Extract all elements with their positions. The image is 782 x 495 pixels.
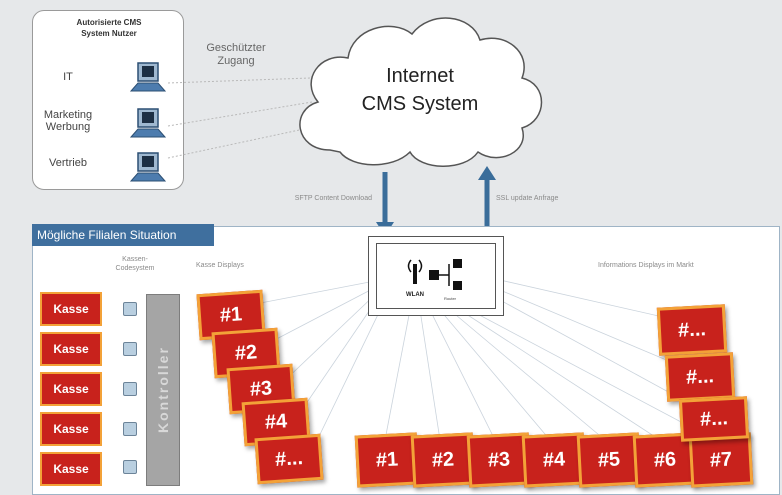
controller-box bbox=[146, 294, 180, 486]
authorized-users-box: Autorisierte CMS System Nutzer IT Market… bbox=[32, 10, 184, 190]
display-stack-5: #... bbox=[254, 433, 324, 485]
kasse-5: Kasse bbox=[40, 452, 102, 486]
access-label: Geschützter Zugang bbox=[206, 42, 266, 67]
display-bottom-1: #1 bbox=[354, 432, 420, 488]
kasse-4: Kasse bbox=[40, 412, 102, 446]
kassen-system-label: Kassen- Codesystem bbox=[115, 256, 155, 272]
router-box bbox=[368, 236, 504, 316]
display-right-3: #... bbox=[678, 396, 750, 442]
users-box-title: Autorisierte CMS System Nutzer bbox=[76, 18, 142, 38]
site-header: Mögliche Filialen Situation bbox=[32, 224, 214, 246]
router-label: WLAN bbox=[406, 292, 424, 298]
display-bottom-5: #5 bbox=[576, 432, 642, 488]
role-marketing: Marketing Werbung bbox=[43, 109, 93, 133]
group-label-left: Kasse Displays bbox=[196, 262, 244, 269]
computer-icon-it bbox=[129, 62, 167, 92]
role-vertrieb: Vertrieb bbox=[49, 157, 87, 169]
kasse-3: Kasse bbox=[40, 372, 102, 406]
group-label-right: Informations Displays im Markt bbox=[598, 262, 694, 269]
download-label: SFTP Content Download bbox=[294, 195, 372, 202]
cloud-title: Internet CMS System bbox=[361, 65, 479, 115]
port-2 bbox=[123, 342, 137, 356]
port-3 bbox=[123, 382, 137, 396]
kasse-2: Kasse bbox=[40, 332, 102, 366]
port-1 bbox=[123, 302, 137, 316]
port-4 bbox=[123, 422, 137, 436]
router-inner-frame bbox=[376, 243, 496, 309]
update-label: SSL update Anfrage bbox=[496, 195, 559, 202]
role-it: IT bbox=[63, 71, 73, 83]
computer-icon-marketing bbox=[129, 108, 167, 138]
display-right-2: #... bbox=[664, 352, 736, 402]
computer-icon-vertrieb bbox=[129, 152, 167, 182]
display-right-1: #... bbox=[656, 304, 728, 356]
kasse-1: Kasse bbox=[40, 292, 102, 326]
display-bottom-2: #2 bbox=[410, 432, 476, 488]
cloud-shape bbox=[299, 17, 543, 167]
router-sub-label: Router bbox=[444, 296, 457, 301]
port-5 bbox=[123, 460, 137, 474]
